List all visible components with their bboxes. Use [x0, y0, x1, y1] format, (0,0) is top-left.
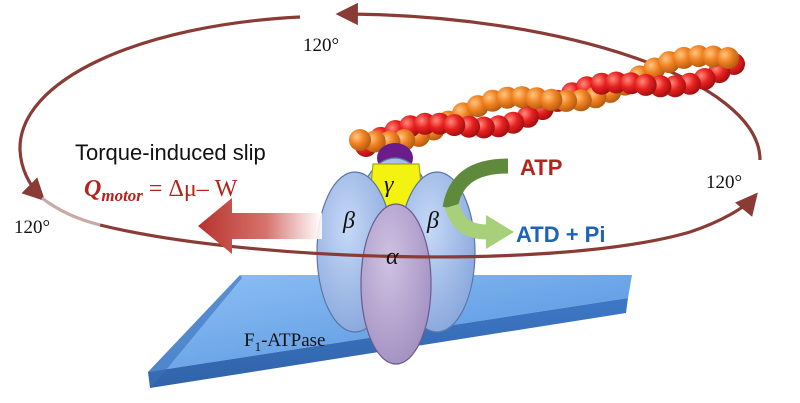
- alpha-subunit: [360, 203, 432, 365]
- filament-bead-red: [634, 73, 657, 96]
- filament-bead-orange: [540, 88, 563, 111]
- slip-label: Torque-induced slip: [75, 140, 266, 165]
- rotation-orbit-front: [99, 192, 758, 259]
- angle-label-left: 120°: [14, 217, 50, 238]
- filament-bead-red: [443, 114, 466, 137]
- filament-bead-orange: [717, 47, 739, 69]
- gamma-label: γ: [384, 172, 394, 198]
- beta-label-right: β: [426, 208, 439, 234]
- rotation-orbit: [18, 2, 762, 202]
- atp-in-arrow: [442, 158, 509, 210]
- atp-label: ATP: [520, 155, 562, 180]
- products-out-arrow: [444, 203, 514, 249]
- beta-label-left: β: [342, 208, 355, 234]
- actin-filament: [349, 45, 745, 157]
- angle-label-right: 120°: [706, 172, 742, 193]
- products-label: ATD + Pi: [516, 222, 605, 247]
- enzyme-label: F1-ATPase: [244, 330, 325, 354]
- filament-bead-orange: [349, 129, 371, 151]
- orbit-fade: [41, 196, 101, 227]
- alpha-label: α: [386, 244, 399, 270]
- heat-equation: Qmotor= Δμ– W: [84, 176, 238, 205]
- slip-arrow: [198, 198, 322, 254]
- angle-label-top: 120°: [303, 35, 339, 56]
